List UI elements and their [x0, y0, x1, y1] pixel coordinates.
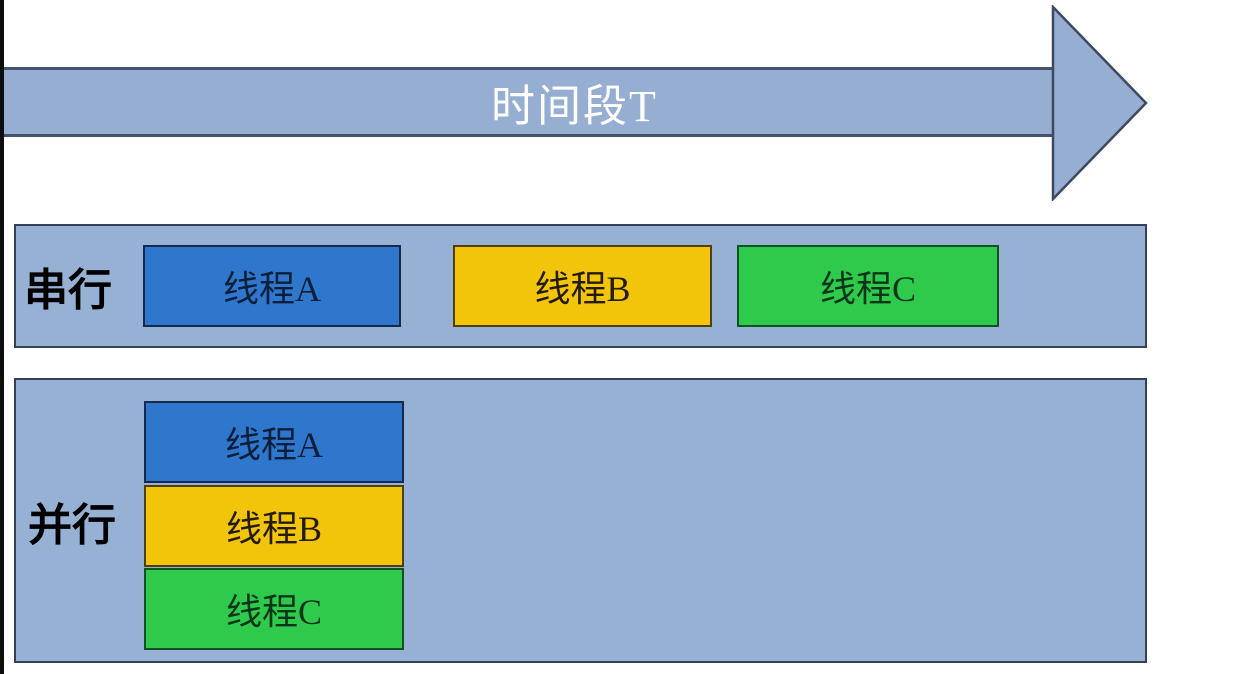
parallel-thread-a-label: 线程A: [225, 425, 323, 465]
serial-thread-c-box: 线程C: [737, 245, 999, 327]
serial-thread-c-label: 线程C: [819, 269, 916, 309]
timeline-arrow-head-icon: [1051, 5, 1148, 201]
timeline-label: 时间段T: [491, 82, 658, 131]
parallel-thread-b-box: 线程B: [144, 485, 404, 567]
parallel-thread-c-box: 线程C: [144, 568, 404, 650]
parallel-thread-b-label: 线程B: [225, 509, 322, 549]
parallel-band-label: 并行: [28, 500, 116, 550]
left-edge-strip: [0, 0, 4, 674]
serial-thread-a-box: 线程A: [143, 245, 401, 327]
parallel-thread-a-box: 线程A: [144, 401, 404, 483]
parallel-band: 并行 线程A 线程B 线程C: [14, 378, 1147, 663]
timeline-arrow-body: 时间段T: [4, 67, 1053, 137]
serial-thread-a-label: 线程A: [223, 269, 321, 309]
serial-thread-b-box: 线程B: [453, 245, 712, 327]
arrow-head-triangle: [1051, 5, 1148, 201]
serial-thread-b-label: 线程B: [534, 269, 631, 309]
serial-band-label: 串行: [24, 266, 112, 315]
serial-band: 串行 线程A 线程B 线程C: [14, 224, 1147, 348]
parallel-thread-c-label: 线程C: [225, 592, 322, 632]
